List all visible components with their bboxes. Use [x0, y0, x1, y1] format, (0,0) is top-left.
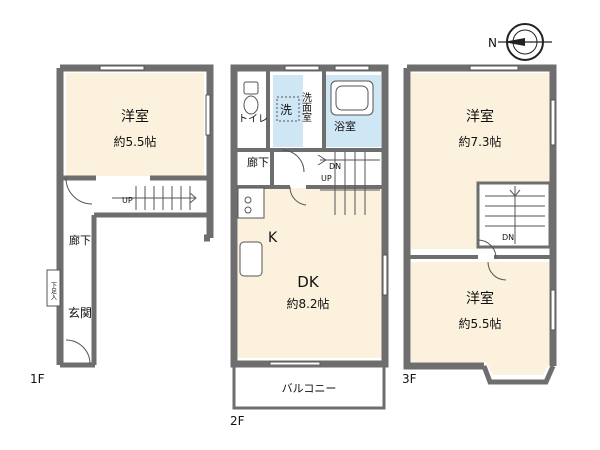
stair-1f-up-label: UP	[122, 196, 133, 205]
compass-north-label: N	[488, 36, 497, 50]
room-3f-top-name: 洋室	[466, 108, 494, 125]
bathroom-label: 浴室	[334, 119, 356, 133]
stair-2f-up-label: UP	[321, 174, 332, 183]
room-3f-bottom	[411, 262, 550, 375]
toilet-label: トイレ	[238, 114, 268, 125]
room-2f-balcony	[232, 364, 386, 410]
room-1f-western	[66, 73, 204, 176]
floor-3: 洋室 約7.3帖 DN 洋室 約5.5帖 3F	[402, 64, 557, 386]
compass-icon: N	[488, 23, 552, 61]
room-2f-dk-name: DK	[297, 273, 320, 291]
corridor-2f-label: 廊下	[247, 155, 269, 169]
washroom-label: 洗面室	[300, 92, 312, 122]
floor-3-label: 3F	[402, 372, 417, 386]
room-3f-top-size: 約7.3帖	[458, 134, 501, 149]
kitchen-label: K	[268, 230, 278, 246]
stair-3f-dn-label: DN	[502, 233, 514, 242]
floor-1-label: 1F	[30, 372, 45, 386]
floor-2: トイレ 洗 洗面室 浴室 廊下 DN UP K DK 約8.2帖 バルコニー 2…	[230, 64, 389, 428]
stair-2f-dn-label: DN	[329, 162, 341, 171]
balcony-label: バルコニー	[282, 382, 337, 395]
floor-2-label: 2F	[230, 414, 245, 428]
entrance-label: 玄関	[68, 305, 92, 320]
room-3f-bottom-size: 約5.5帖	[458, 316, 501, 331]
room-1f-western-size: 約5.5帖	[113, 134, 156, 149]
washer-label: 洗	[280, 103, 292, 117]
room-1f-western-name: 洋室	[121, 108, 149, 125]
room-3f-bottom-name: 洋室	[466, 290, 494, 307]
corridor-1f-label: 廊下	[69, 233, 91, 247]
floor-1: 下足入 洋室 約5.5帖 UP 廊下 玄関 1F	[30, 64, 214, 386]
room-2f-dk-size: 約8.2帖	[286, 296, 329, 311]
shoe-closet-label: 下足入	[50, 282, 57, 300]
room-2f-washroom	[273, 75, 303, 147]
